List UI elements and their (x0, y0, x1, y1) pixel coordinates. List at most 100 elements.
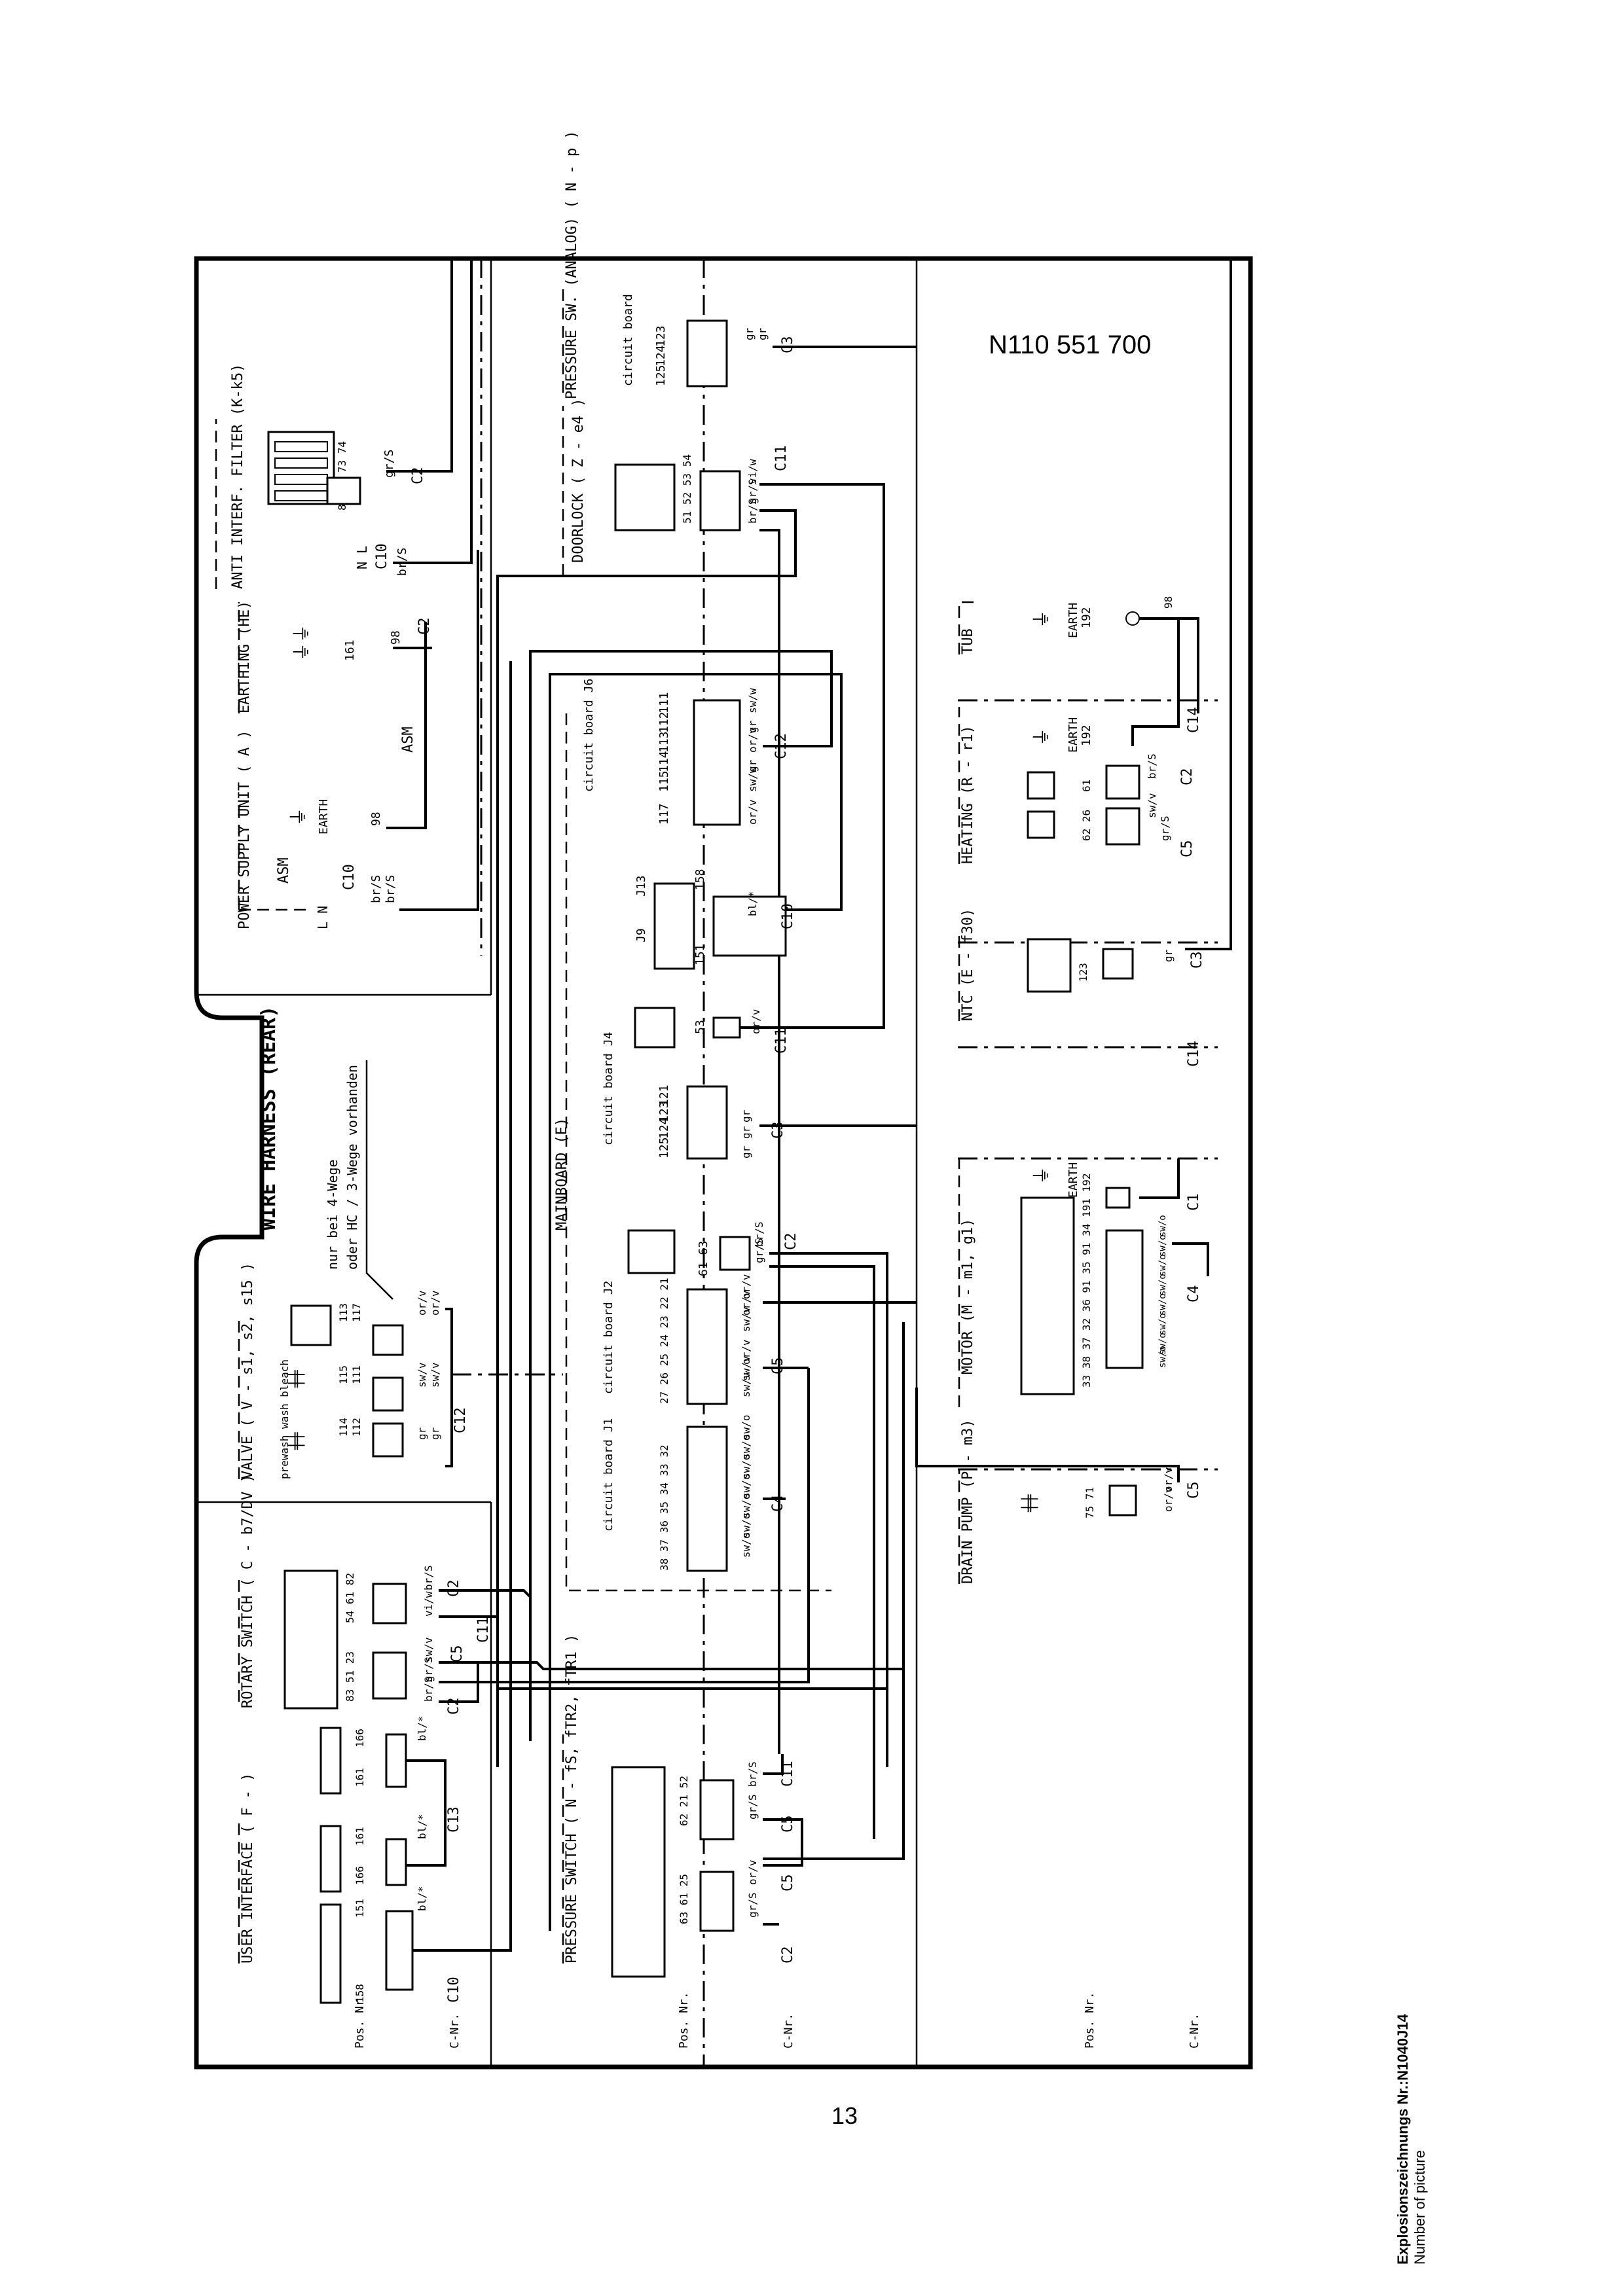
drain-pump-wire-1: or/v (1162, 1467, 1175, 1492)
ui-pin-151: 151 (354, 1899, 366, 1918)
harness-title: WIRE HARNESS (REAR) (257, 1006, 280, 1230)
valve-wire-2: or/v (429, 1290, 441, 1316)
harness-note-1: nur bei 4-Wege (325, 1159, 340, 1270)
rotary-aux-pin-166: 166 (354, 1729, 366, 1748)
rotary-aux-connector: 166 161 bl/* C13 (319, 1715, 462, 1867)
anti-interf-c2: C2 (410, 467, 426, 485)
heating-wire-3: gr/S (1159, 816, 1171, 841)
earthing-pin: 161 (343, 639, 357, 661)
j4-wire-2: gr (740, 1126, 752, 1139)
ui-wire-2: bl/* (416, 1886, 428, 1911)
rotary-switch-label: ROTARY SWITCH ( C - b7/DV ) (240, 1474, 256, 1708)
rotary-wire-4: gr/S (422, 1657, 435, 1682)
ui-pin-166: 166 (354, 1866, 366, 1885)
doorlock-wire-2: gr/S (746, 478, 759, 504)
board-6163-c2: C2 (783, 1233, 799, 1251)
board-6163-wire-1: br/S (753, 1221, 765, 1247)
j9-wire: bl/* (746, 891, 759, 916)
motor-wire-1: sw/o (1158, 1215, 1168, 1237)
j2-wire-5: sw/v (740, 1355, 752, 1381)
motor-earth: EARTH (1067, 1162, 1080, 1198)
pressure-switch: PRESSURE SWITCH ( N - fS, fTR2, fTR1 ) 6… (562, 1634, 905, 1978)
heating-c14: C14 (1186, 707, 1202, 733)
picture-note: Explosionszeichnungs Nr.:N1040J14 Number… (1395, 2014, 1434, 2265)
j1-wire-7: sw/o (740, 1532, 752, 1558)
tub-earth-symbol: ⏚ (1030, 610, 1052, 628)
j9-pin-158: 158 (693, 869, 707, 890)
anti-interf-label: ANTI INTERF. FILTER (K-k5) (230, 364, 246, 589)
ntc-wire: gr (1162, 949, 1175, 962)
pressure-switch-c5-a: C5 (780, 1816, 796, 1833)
pressure-sw-board: circuit board (621, 294, 635, 386)
valve: VALVE ( V - s1, s2, s15 ) prewash wash b… (238, 1263, 563, 1479)
j1-wire-3: sw/o (740, 1454, 752, 1479)
j2-wire-1: or/v (740, 1274, 752, 1299)
ntc-label: NTC (E - f30) (960, 908, 976, 1021)
pressure-sw-wire-2: gr (756, 327, 769, 340)
rotary-aux-c13: C13 (446, 1806, 462, 1833)
j6-wire-4: gr (746, 759, 759, 772)
rotary-c2-bottom: C2 (446, 1698, 462, 1715)
j1-wire-2: sw/o (740, 1434, 752, 1460)
motor-c4: C4 (1186, 1285, 1202, 1303)
pressure-sw-pin-124: 124 (654, 345, 668, 367)
heating-pin-61: 61 (1080, 780, 1093, 792)
motor-wire-2: sw/o (1158, 1234, 1168, 1257)
motor-c1: C1 (1186, 1194, 1202, 1211)
valve-faucet-1: ╪╪ (287, 1370, 305, 1388)
rotary-aux-pin-161: 161 (354, 1768, 366, 1787)
pressure-switch-pins-2: 63 61 25 (678, 1874, 690, 1924)
power-supply-sub: ASM (276, 857, 292, 884)
doorlock-wire-1: vi/w (746, 459, 759, 484)
rotary-aux-wire: bl/* (416, 1715, 428, 1741)
j6-pin-111: 111 (657, 692, 671, 713)
j6-pin-113: 113 (657, 731, 671, 753)
document-number: N110 551 700 (989, 331, 1151, 359)
rotary-switch: ROTARY SWITCH ( C - b7/DV ) 54 61 82 83 … (238, 1322, 905, 1715)
harness-frame (194, 256, 1253, 2070)
harness-note-2: oder HC / 3-Wege vorhanden (344, 1065, 360, 1270)
anti-interf-c10: C10 (374, 543, 390, 569)
pressure-sw-pin-123: 123 (654, 325, 668, 347)
ntc-c3: C3 (1189, 952, 1205, 969)
heating-wire-1: br/S (1146, 753, 1158, 779)
board-53-c11: C11 (773, 1028, 790, 1054)
valve-wire-4: sw/v (429, 1362, 441, 1388)
valve-pin-114: 114 (337, 1418, 350, 1437)
motor-wire-3: sw/o (1158, 1254, 1168, 1276)
tub-pin: 192 (1080, 607, 1093, 628)
rotary-pins-1: 54 61 82 (344, 1573, 356, 1623)
heating: HEATING (R - r1) ⏚ EARTH 192 61 62 26 br… (958, 619, 1202, 864)
pos-nr-label-1: Pos. Nr. (353, 1992, 367, 2049)
j9-pin-151: 151 (693, 944, 707, 965)
pressure-switch-label: PRESSURE SWITCH ( N - fS, fTR2, fTR1 ) (564, 1634, 580, 1964)
j2-wire-2: or/v (740, 1290, 752, 1316)
pos-nr-label-3: Pos. Nr. (1083, 1992, 1097, 2049)
j6-wire-2: gr (746, 720, 759, 733)
j1-wire-1: sw/o (740, 1414, 752, 1440)
motor-wire-7: sw/o (1158, 1333, 1168, 1355)
earth-symbol-ps: ⏚ (287, 808, 309, 826)
j6-wire-6: or/v (746, 799, 759, 825)
tub: TUB ⏚ EARTH 192 98 (958, 596, 1199, 713)
heating-pin-192: 192 (1080, 725, 1093, 746)
earthing-earth-pin: 98 (389, 630, 403, 645)
drain-pump-faucet: ╪╪ (1021, 1494, 1038, 1513)
power-supply-earth-pin: 98 (369, 812, 383, 826)
j6-wire-5: sw/w (746, 766, 759, 792)
heating-c2: C2 (1179, 768, 1195, 786)
pressure-sw-pin-125: 125 (654, 365, 668, 386)
doorlock-pins: 51 52 53 54 (681, 454, 693, 524)
power-supply-c10: C10 (341, 864, 357, 890)
rotary-c11: C11 (475, 1617, 492, 1643)
board-6163-pins: 61 63 (697, 1241, 710, 1276)
valve-pin-112: 112 (350, 1418, 363, 1437)
valve-c12: C12 (452, 1407, 469, 1433)
j4-pin-123: 123 (657, 1101, 671, 1122)
j4-pin-121: 121 (657, 1085, 671, 1106)
j6-pin-117: 117 (657, 803, 671, 825)
mainboard-label: MAINBOARD (E) (554, 1118, 570, 1230)
page-number: 13 (831, 2102, 858, 2129)
j2-pins: 27 26 25 24 23 22 21 (658, 1278, 670, 1404)
motor-wire-6: sw/o (1158, 1313, 1168, 1335)
